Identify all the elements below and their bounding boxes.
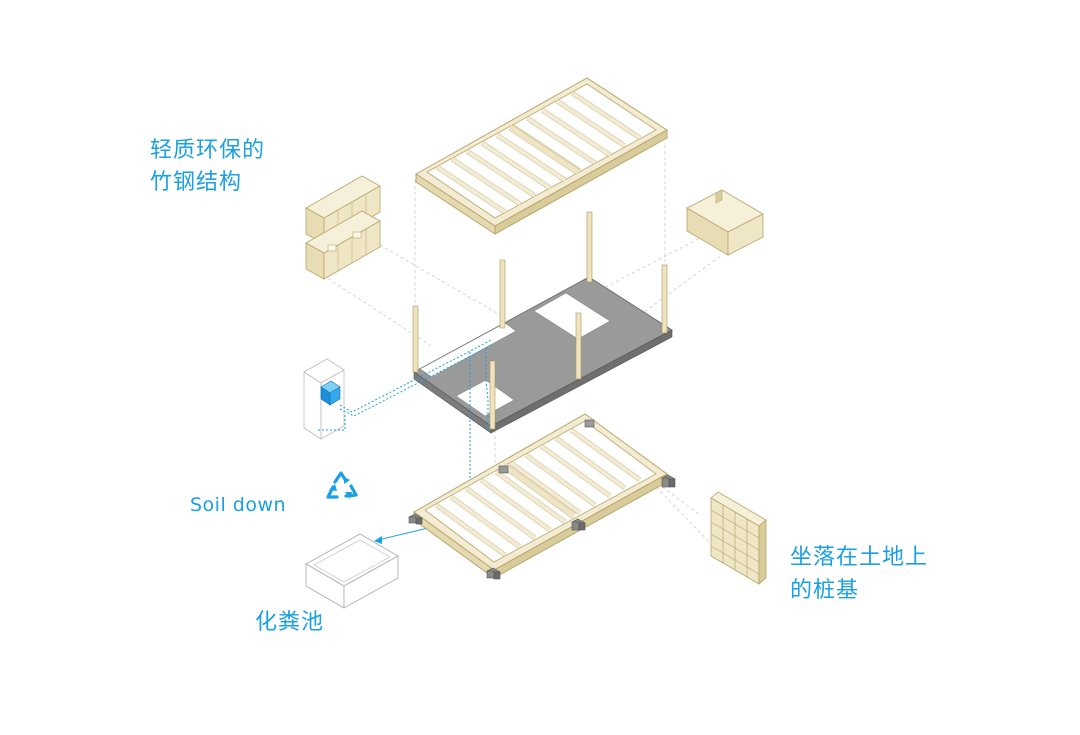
pile-grid-module: [710, 491, 767, 585]
septic-tank-annotation: 化粪池: [255, 610, 325, 635]
floor-bamboo-frame: [413, 413, 668, 579]
water-tank: [320, 380, 341, 406]
bamboo-columns: [412, 211, 668, 430]
septic-tank: [305, 533, 399, 609]
water-tank-unit: [303, 358, 345, 440]
bed-box-module: [686, 189, 764, 256]
floor-slab: [413, 276, 673, 434]
roof-bamboo-frame: [415, 77, 668, 235]
structure-annotation-line1: 轻质环保的: [150, 138, 266, 163]
pile-footings: [408, 419, 676, 580]
piles-annotation-line1: 坐落在土地上: [790, 545, 929, 570]
recycle-icon: [326, 471, 358, 499]
structure-annotation-line2: 竹钢结构: [150, 170, 243, 195]
soil-down-annotation: Soil down: [190, 494, 287, 516]
lower-cabinet-module: [305, 210, 381, 280]
piles-annotation-line2: 的桩基: [790, 578, 860, 603]
